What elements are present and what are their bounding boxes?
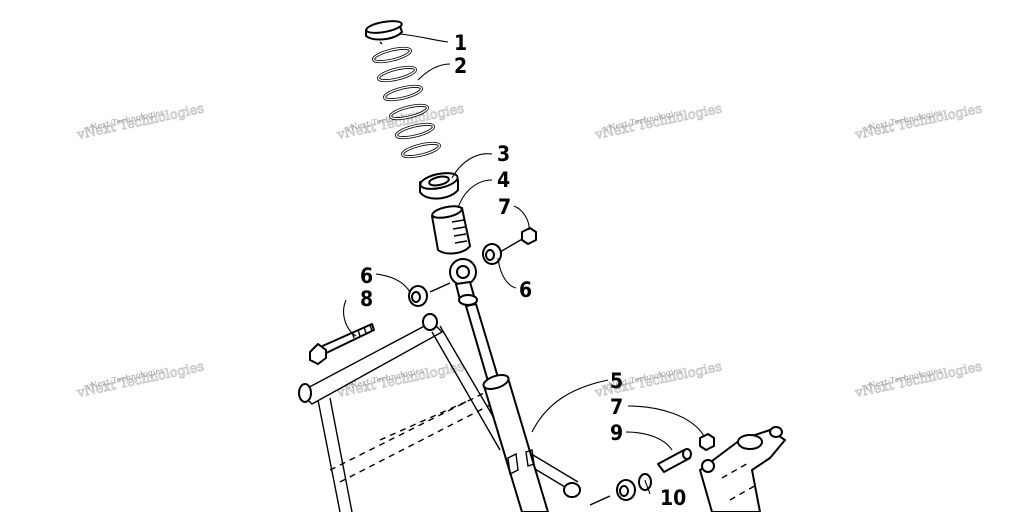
watermark: vNext Technologies vNext Technologies [75, 359, 206, 402]
watermark: vNext Technologies vNext Technologies [853, 101, 984, 144]
callout-5: 5 [610, 369, 623, 393]
callout-7-lower: 7 [610, 395, 623, 419]
callout-8: 8 [360, 287, 373, 311]
callout-2: 2 [454, 54, 467, 78]
a-arm-frame [298, 313, 581, 512]
spindle-bracket [699, 426, 786, 512]
part-1-spring-cap [365, 20, 403, 41]
callout-6-right: 6 [519, 278, 532, 302]
watermark: vNext Technologies vNext Technologies [593, 101, 724, 144]
watermark: vNext Technologies vNext Technologies [853, 359, 984, 402]
watermark: vNext Technologies vNext Technologies [75, 101, 206, 144]
part-2-coil-spring [372, 41, 441, 159]
callout-10: 10 [660, 486, 686, 510]
callout-4: 4 [497, 168, 510, 192]
watermark-group: vNext Technologies vNext Technologies vN… [75, 101, 984, 402]
shock-absorber [449, 258, 549, 512]
callout-1: 1 [454, 31, 467, 55]
part-4-bump-stop [431, 205, 471, 255]
callout-labels: 1 2 3 4 7 6 6 8 5 7 9 10 [360, 31, 686, 510]
leader-lines [343, 33, 705, 495]
callout-9: 9 [610, 421, 623, 445]
callout-6-left: 6 [360, 264, 373, 288]
callout-3: 3 [497, 142, 510, 166]
part-3-adjuster-nut [419, 172, 459, 200]
mounting-hardware [309, 227, 715, 506]
callout-7-upper: 7 [498, 195, 511, 219]
